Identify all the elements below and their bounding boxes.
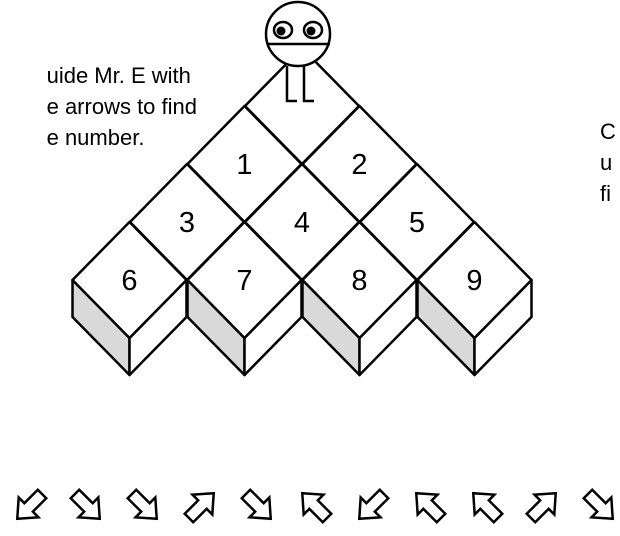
arrow-up-right-icon[interactable] (521, 483, 566, 528)
arrow-up-left-icon[interactable] (292, 483, 337, 528)
arrow-down-left-icon[interactable] (7, 484, 52, 529)
arrow-down-right-icon[interactable] (122, 484, 167, 529)
block-number: 9 (466, 265, 482, 297)
block-number: 6 (121, 265, 137, 297)
block-number: 7 (236, 265, 252, 297)
block-pyramid: 1 2 3 4 5 6 7 8 9 (73, 48, 532, 375)
block-number: 2 (351, 149, 367, 181)
block-number: 1 (236, 149, 252, 181)
arrow-down-right-icon[interactable] (236, 484, 281, 529)
mr-e-right-pupil (307, 27, 316, 36)
block-number: 5 (409, 207, 425, 239)
arrow-up-left-icon[interactable] (406, 483, 451, 528)
arrow-up-left-icon[interactable] (463, 483, 508, 528)
block-number: 8 (351, 265, 367, 297)
arrow-down-right-icon[interactable] (578, 484, 620, 529)
mr-e-left-pupil (277, 27, 286, 36)
arrow-down-right-icon[interactable] (65, 484, 110, 529)
arrow-row (7, 483, 620, 528)
block-number: 4 (294, 207, 310, 239)
arrow-down-left-icon[interactable] (349, 484, 394, 529)
arrow-up-right-icon[interactable] (179, 483, 224, 528)
block-number: 3 (179, 207, 195, 239)
